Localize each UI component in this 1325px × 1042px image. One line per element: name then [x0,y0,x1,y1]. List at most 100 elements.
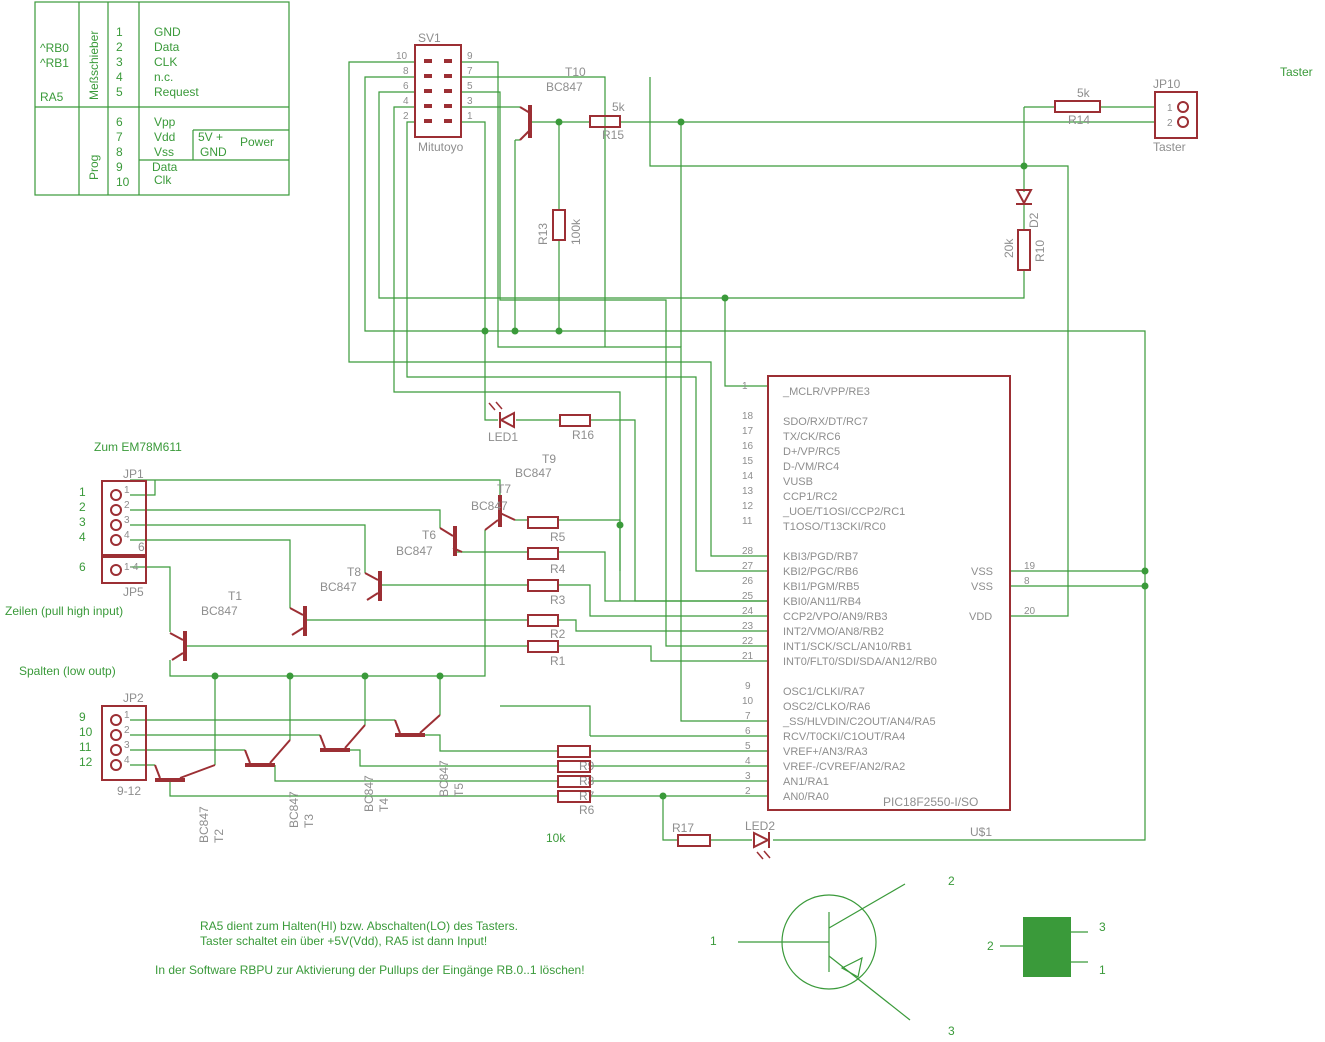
jp1-pin: 1 [124,485,130,496]
pic-pin-num: 22 [742,636,754,647]
junction-dot [1141,582,1149,590]
r4-name: R4 [550,562,566,576]
pic-pin-label: VREF-/CVREF/AN2/RA2 [783,761,905,773]
r10-value: 20k [1002,238,1016,258]
t7-value: BC847 [471,499,508,513]
pic-pin-num: 9 [745,681,751,692]
pic-pin-label: OSC1/CLKI/RA7 [783,686,865,698]
jp10-name: JP10 [1153,77,1181,91]
led-led2: LED2 [745,819,775,860]
pkg-base: 2 [987,939,994,953]
pic-pin-num: 18 [742,411,754,422]
table-ra5: RA5 [40,90,64,104]
t9-name: T9 [542,452,556,466]
pic-pin-num: 3 [745,771,751,782]
taster-title: Taster [1280,65,1313,79]
pic-pin-label: KBI0/AN11/RB4 [783,596,861,608]
transistor-t3: BC847 T3 [244,739,316,828]
jp5-connector: 1-4 JP5 6 [79,556,147,599]
pic-pin-num: 28 [742,546,754,557]
led1-name: LED1 [488,430,518,444]
pic-pin-num: 5 [745,741,751,752]
sv1-name: SV1 [418,31,441,45]
led2-name: LED2 [745,819,775,833]
table-sig: Vss [154,145,174,159]
table-num: 10 [116,175,130,189]
r16-name: R16 [572,428,594,442]
table-sig: CLK [154,55,177,69]
resistor-r3: R3 [527,579,566,607]
resistor-r1: R1 [527,640,566,668]
t6-value: BC847 [396,544,433,558]
junctions [211,118,1149,800]
table-num: 6 [116,115,123,129]
pic-pin-num: 7 [745,711,751,722]
junction-dot [555,327,563,335]
t2-name: T2 [212,829,226,843]
pic-pin-num: 15 [742,456,754,467]
resistor-r2: R2 [527,614,566,641]
pic-pin-label: CCP1/RC2 [783,491,837,503]
jp2-pin: 2 [124,725,130,736]
jp1-outer: 1 [79,485,86,499]
pic-pin-num: 4 [745,756,751,767]
t9-value: BC847 [515,466,552,480]
pic-pin-label: _UOE/T1OSI/CCP2/RC1 [782,506,905,518]
pic-pin-label: INT2/VMO/AN8/RB2 [783,626,884,638]
transistor-t6: T6 BC847 [396,526,463,558]
resistor-r14: 5k R14 [1054,86,1101,127]
notes: RA5 dient zum Halten(HI) bzw. Abschalten… [155,919,585,977]
t1-name: T1 [228,589,242,603]
sv1-pin: 10 [396,51,408,62]
pic-pin-num: 19 [1024,561,1036,572]
pic-pin-label: _SS/HLVDIN/C2OUT/AN4/RA5 [782,716,936,728]
jp1-connector: JP1 1 2 3 4 6 1 2 3 4 [79,467,147,556]
r5-name: R5 [550,530,566,544]
sv1-pin: 9 [467,51,473,62]
sv1-value: Mitutoyo [418,140,464,154]
resistor-r13: R13 100k [536,209,583,245]
t7-name: T7 [497,482,511,496]
table-num: 4 [116,70,123,84]
jp2-outer: 9 [79,710,86,724]
jp1-outer: 2 [79,500,86,514]
junction-dot [1141,567,1149,575]
t8-value: BC847 [320,580,357,594]
pic-pin-label: KBI2/PGC/RB6 [783,566,858,578]
pic-pin-label: SDO/RX/DT/RC7 [783,416,868,428]
jp10-connector: JP10 1 2 Taster [1153,77,1198,154]
package-pinout: 2 3 1 [987,917,1106,977]
pic-pin-num: 21 [742,651,754,662]
t10-value: BC847 [546,80,583,94]
r10-name: R10 [1033,240,1047,262]
r15-value: 5k [612,100,626,114]
pic-pin-label: CCP2/VPO/AN9/RB3 [783,611,888,623]
pic-pin-label: VSS [971,581,993,593]
table-num: 1 [116,25,123,39]
diode-d2: D2 [1015,189,1041,228]
pkg-bottom: 1 [1099,963,1106,977]
pic-pin-label: INT1/SCK/SCL/AN10/RB1 [783,641,912,653]
pic-left-pins: 1 _MCLR/VPP/RE3 18 SDO/RX/DT/RC7 17 TX/C… [742,381,937,803]
jp2-outer: 12 [79,755,93,769]
t5-name: T5 [452,783,466,797]
pic-pin-num: 20 [1024,606,1036,617]
sv1-connector: SV1 Mitutoyo 10 9 8 7 6 5 4 3 2 1 [396,31,473,154]
pic-pin-num: 1 [742,381,748,392]
jp1-pin: 3 [124,515,130,526]
zeilen-label: Zeilen (pull high input) [5,604,123,618]
pic-pin-label: VUSB [783,476,813,488]
pic-pin-label: D+/VP/RC5 [783,446,840,458]
pic-pin-label: INT0/FLT0/SDI/SDA/AN12/RB0 [783,656,937,668]
note-line: In der Software RBPU zur Aktivierung der… [155,963,585,977]
pinout-c: 2 [948,874,955,888]
table-nums2: 6 7 8 9 10 [116,115,130,189]
pic18f2550: PIC18F2550-I/SO U$1 1 _MCLR/VPP/RE3 18 S… [742,375,1036,839]
sv1-pin: 5 [467,81,473,92]
spalten-label: Spalten (low outp) [19,664,116,678]
sv1-pin: 8 [403,66,409,77]
table-sig: Vpp [154,115,176,129]
pic-pin-label: TX/CK/RC6 [783,431,840,443]
transistor-t4: BC847 T4 [319,724,391,812]
note-line: RA5 dient zum Halten(HI) bzw. Abschalten… [200,919,518,933]
